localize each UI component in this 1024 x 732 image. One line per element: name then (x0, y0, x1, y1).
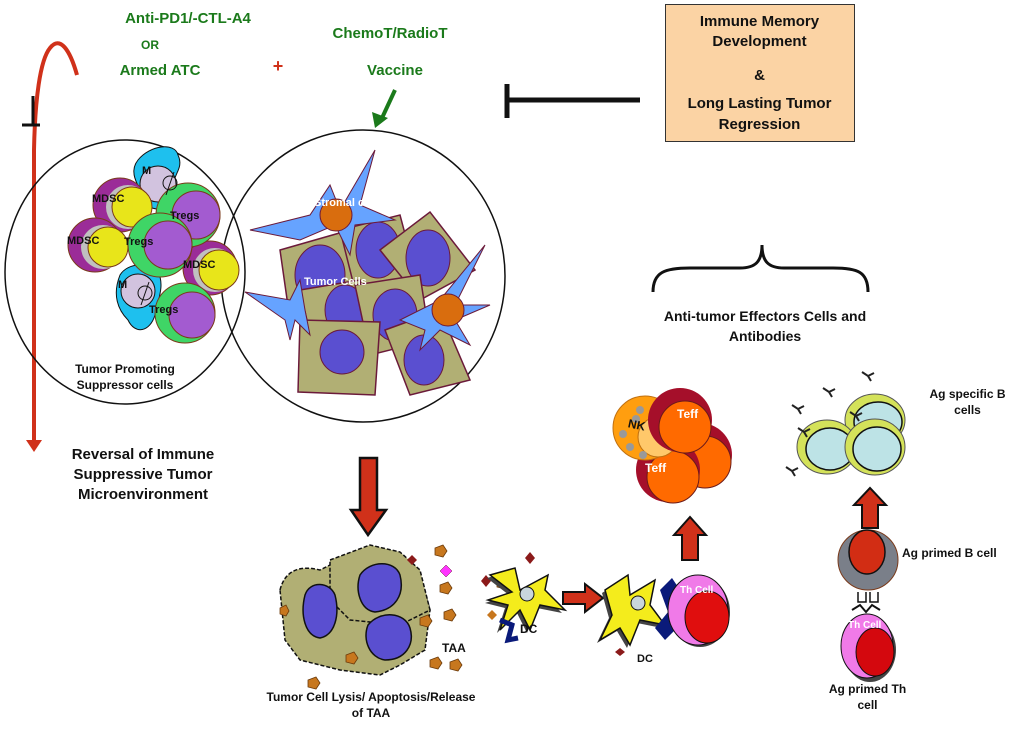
th-cell-label: Th Cell (680, 585, 714, 596)
effectors-line1: Anti-tumor Effectors Cells and (663, 308, 867, 324)
armed-atc-label: Armed ATC (119, 62, 201, 79)
suppressor-caption-line2: Suppressor cells (76, 378, 174, 392)
ag-primed-th-line1: Ag primed Th (828, 682, 907, 696)
th-cell (655, 574, 730, 647)
memory-line2: Development (712, 33, 807, 50)
up-arrow-bcells-icon (851, 486, 889, 529)
lysing-tumor-cells (279, 544, 431, 676)
teff-label: Teff (677, 407, 699, 421)
reversal-line1: Reversal of Immune (71, 446, 215, 463)
dendritic-cell (597, 573, 667, 648)
macrophage-label: M (118, 279, 128, 291)
ag-primed-b-label: Ag primed B cell (902, 546, 997, 560)
macrophage-label: M (142, 165, 152, 177)
memory-amp: & (754, 67, 765, 84)
primed-b-cell (837, 529, 899, 614)
checkpoint-label: Anti-PD1/-CTL-A4 (125, 10, 251, 27)
tregs-label: Tregs (149, 304, 179, 316)
reversal-line2: Suppressive Tumor (73, 466, 213, 483)
tregs-label: Tregs (170, 210, 200, 222)
plus-sign: + (272, 56, 284, 76)
up-arrow-effectors-icon (671, 515, 709, 561)
down-arrow-icon (348, 456, 389, 538)
suppressor-circle (4, 139, 246, 405)
brace-icon (651, 244, 870, 293)
red-feedback-arrowhead (26, 440, 42, 452)
or-label: OR (141, 38, 159, 52)
th-cell-label: Th Cell (848, 620, 882, 631)
b-cells (796, 393, 906, 476)
teff-label: Teff (645, 461, 667, 475)
ag-specific-b-line1: Ag specific B (929, 387, 1006, 401)
memory-line1: Immune Memory (699, 13, 820, 30)
vaccine-arrow-icon (372, 89, 397, 128)
ag-specific-b-line2: cells (954, 403, 981, 417)
effectors-line2: Antibodies (728, 328, 802, 344)
primed-th-cell (840, 613, 896, 682)
dc-label: DC (637, 653, 653, 665)
right-arrow-icon (562, 581, 605, 615)
stromal-cells-label: Stromal cells (314, 197, 383, 209)
reversal-line3: Microenvironment (77, 486, 209, 503)
suppressor-cells (67, 146, 240, 344)
mdsc-label: MDSC (183, 259, 216, 271)
tregs-label: Tregs (124, 236, 154, 248)
memory-line4: Regression (718, 116, 801, 133)
effector-cells (612, 388, 732, 504)
mdsc-label: MDSC (92, 193, 125, 205)
antibodies (785, 371, 875, 477)
mdsc-label: MDSC (67, 235, 100, 247)
ag-primed-th-line2: cell (857, 698, 878, 712)
tumor-cells-label: Tumor Cells (304, 276, 367, 288)
dendritic-cell (485, 567, 568, 644)
memory-box: Immune Memory Development & Long Lasting… (665, 4, 855, 142)
taa-label: TAA (442, 641, 466, 655)
left-inhibition-icon (22, 96, 40, 127)
lysis-caption-line1: Tumor Cell Lysis/ Apoptosis/Release (266, 690, 476, 704)
tumor-cells (244, 149, 491, 396)
memory-inhibition-icon (504, 84, 640, 118)
stromal-cell (244, 278, 311, 341)
stromal-nucleus (319, 198, 353, 232)
vaccine-label: Vaccine (367, 62, 423, 79)
stromal-nucleus (431, 293, 465, 327)
memory-line3: Long Lasting Tumor (687, 95, 832, 112)
lysis-caption-line2: of TAA (351, 706, 391, 720)
dc-label: DC (520, 622, 538, 636)
suppressor-caption-line1: Tumor Promoting (75, 362, 175, 376)
chemo-radio-label: ChemoT/RadioT (332, 25, 448, 42)
